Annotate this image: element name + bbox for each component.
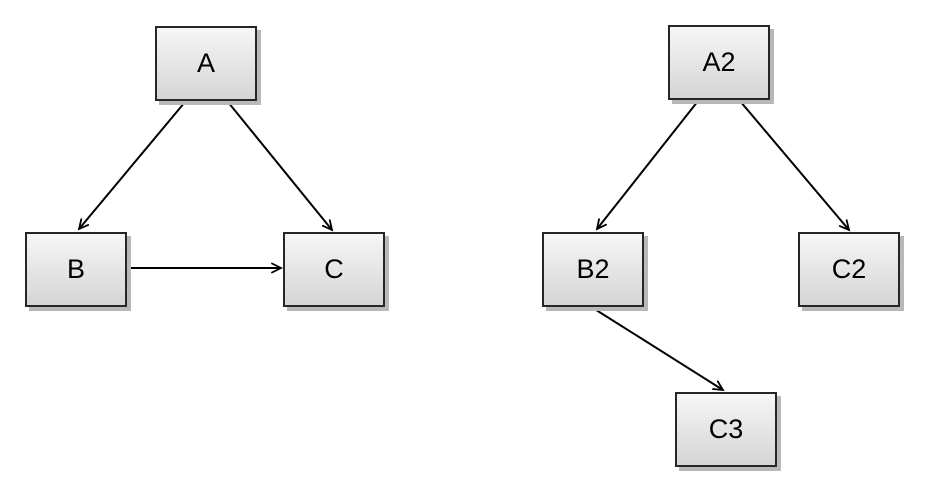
edge-a-to-b[interactable]: [79, 101, 186, 229]
node-label-c3: C3: [708, 414, 744, 444]
edge-b2-to-c3[interactable]: [592, 307, 723, 390]
node-b[interactable]: B: [25, 232, 127, 307]
node-b2[interactable]: B2: [542, 232, 644, 307]
edge-a2-to-c2[interactable]: [739, 100, 849, 230]
edges-group: [79, 100, 849, 390]
node-label-a2: A2: [702, 47, 736, 77]
node-label-c2: C2: [831, 254, 867, 284]
node-label-b2: B2: [576, 254, 610, 284]
node-label-b: B: [66, 254, 85, 284]
node-c[interactable]: C: [283, 232, 385, 307]
node-c3[interactable]: C3: [675, 392, 777, 467]
node-label-c: C: [324, 254, 344, 284]
node-label-a: A: [196, 48, 215, 78]
edge-a-to-c[interactable]: [227, 101, 332, 230]
node-a2[interactable]: A2: [668, 25, 770, 100]
node-a[interactable]: A: [155, 26, 257, 101]
node-c2[interactable]: C2: [798, 232, 900, 307]
edge-a2-to-b2[interactable]: [597, 100, 699, 229]
